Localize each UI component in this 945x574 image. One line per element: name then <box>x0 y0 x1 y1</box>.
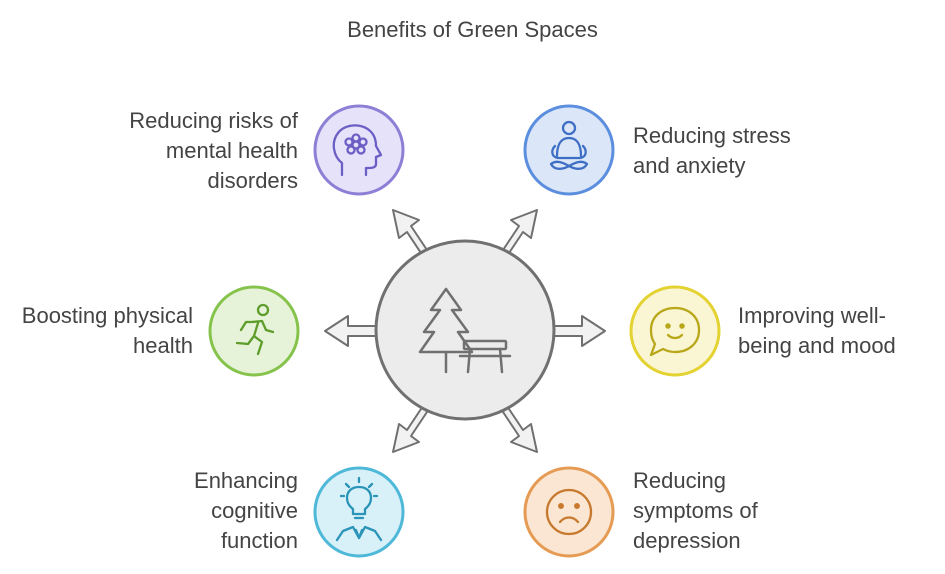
benefit-label-mental: Reducing risks of mental health disorder… <box>129 108 298 193</box>
benefit-circle-mental <box>313 104 405 196</box>
smiling-speech-bubble-icon <box>649 306 701 357</box>
diagram-title: Benefits of Green Spaces <box>347 17 598 42</box>
arrow-left <box>324 315 379 347</box>
meditation-icon <box>549 120 589 170</box>
benefit-label-mood: Improving well-being and mood <box>738 303 896 358</box>
arrow-lower-left <box>392 405 428 453</box>
benefit-circle-stress <box>523 104 615 196</box>
tree-and-bench-icon <box>418 287 512 374</box>
benefit-circle-mood <box>629 285 721 377</box>
benefit-label-stress: Reducing stress and anxiety <box>633 123 791 178</box>
benefit-label-cognitive: Enhancing cognitive function <box>194 468 298 553</box>
benefit-label-depression: Reducing symptoms of depression <box>633 468 758 553</box>
arrow-lower-right <box>502 405 538 453</box>
benefit-circle-physical <box>208 285 300 377</box>
sad-face-icon <box>545 488 593 536</box>
running-person-icon <box>235 303 275 356</box>
head-flower-icon <box>332 124 383 177</box>
arrow-right <box>551 315 606 347</box>
benefit-circle-depression <box>523 466 615 558</box>
benefit-label-physical: Boosting physical health <box>21 303 193 358</box>
lightbulb-head-icon <box>335 476 383 542</box>
arrow-upper-left <box>392 209 428 257</box>
benefit-circle-cognitive <box>313 466 405 558</box>
arrow-upper-right <box>502 209 538 257</box>
